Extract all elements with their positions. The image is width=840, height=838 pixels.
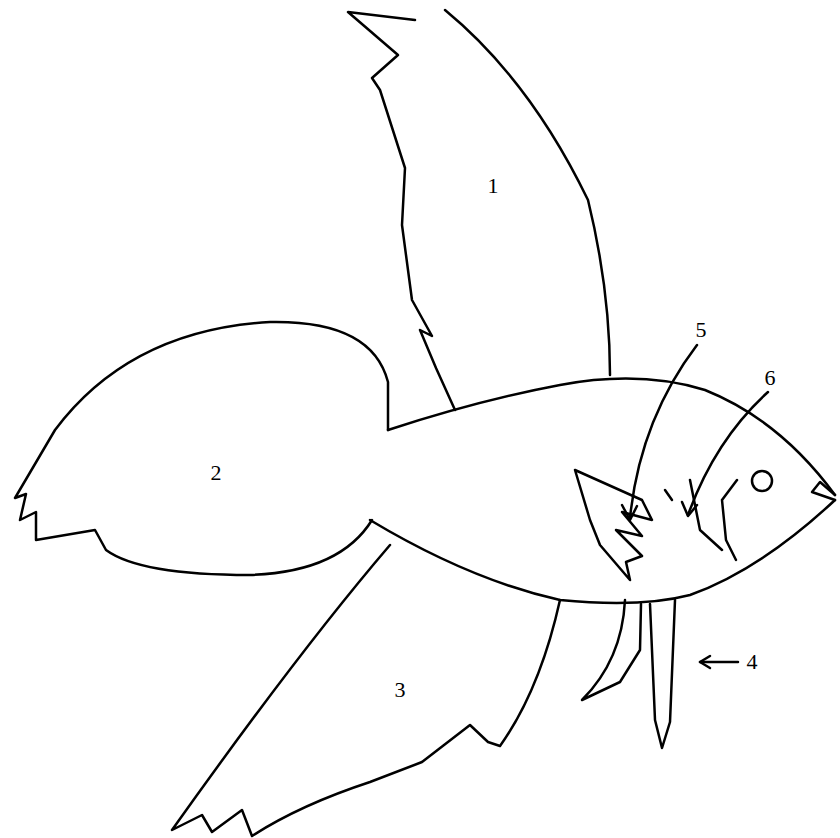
- fish-body: [370, 379, 835, 603]
- arrow-head: [622, 505, 637, 520]
- callout-number: 1: [488, 175, 499, 197]
- gill-line: [665, 490, 672, 500]
- leader-line: [630, 345, 697, 518]
- mouth: [812, 482, 835, 500]
- leader-line: [688, 392, 768, 515]
- callout-number: 6: [765, 367, 776, 389]
- gill-line: [722, 480, 737, 560]
- callout-number: 4: [747, 651, 758, 673]
- gill-line: [690, 480, 722, 550]
- arrow-head: [682, 502, 697, 516]
- callout-number: 3: [395, 679, 406, 701]
- anal-fin: [172, 545, 560, 836]
- pectoral-fin: [575, 470, 652, 580]
- ventral-fin: [582, 600, 641, 700]
- tail-fin: [15, 322, 388, 575]
- callout-number: 2: [211, 462, 222, 484]
- arrow-head: [700, 656, 710, 668]
- dorsal-fin: [348, 12, 455, 410]
- eye: [752, 471, 772, 491]
- dorsal-fin: [445, 10, 610, 375]
- ventral-fin: [650, 600, 675, 748]
- leader-line: [700, 661, 738, 664]
- callout-number: 5: [696, 319, 707, 341]
